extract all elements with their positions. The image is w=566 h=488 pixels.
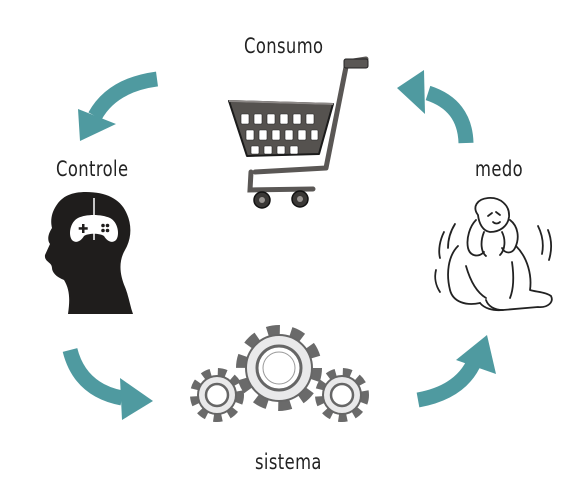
gear-center (236, 325, 322, 411)
arrow-sistema-to-medo (416, 335, 496, 408)
gears-icon (190, 325, 369, 422)
gamepad-head-icon (44, 192, 133, 314)
gear-left (190, 368, 244, 422)
label-medo: medo (475, 157, 524, 181)
arrow-medo-to-consumo (397, 70, 474, 144)
arrow-consumo-to-controle (78, 71, 159, 141)
frightened-person-icon (434, 197, 553, 312)
label-controle: Controle (56, 157, 129, 181)
shopping-cart-icon (228, 56, 369, 209)
arrow-controle-to-sistema (62, 347, 153, 420)
label-sistema: sistema (255, 450, 322, 474)
label-consumo: Consumo (244, 34, 324, 58)
gear-right (315, 368, 369, 422)
